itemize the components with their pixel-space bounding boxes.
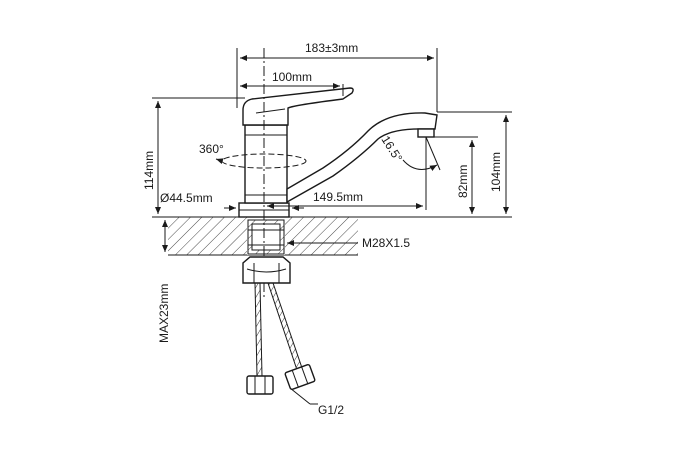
hose-nut-right	[284, 363, 316, 391]
flexible-hoses	[254, 282, 303, 377]
dimension-spout-reach: 149.5mm	[267, 185, 427, 210]
spout	[286, 112, 438, 204]
label-spout-angle: 16.5°	[378, 133, 405, 164]
dimension-spout-angle: 16.5°	[378, 133, 441, 185]
faucet-body	[238, 124, 290, 218]
dimension-thread: M28X1.5	[287, 236, 410, 250]
dimension-max-thickness: MAX23mm	[157, 220, 171, 343]
dimension-lever-length: 100mm	[240, 70, 344, 96]
label-overall-length: 183±3mm	[305, 41, 358, 55]
dimension-body-height: 114mm	[142, 97, 245, 218]
label-total-height: 104mm	[489, 152, 503, 192]
lever-handle	[242, 87, 354, 126]
dimension-total-height: 104mm	[358, 111, 512, 218]
label-spout-reach: 149.5mm	[313, 190, 363, 204]
label-max-thickness: MAX23mm	[157, 284, 171, 343]
label-lever-length: 100mm	[272, 70, 312, 84]
label-rotation: 360°	[199, 142, 224, 156]
label-body-height: 114mm	[142, 151, 156, 190]
threaded-shank	[247, 219, 285, 255]
label-hose-connection: G1/2	[318, 403, 344, 417]
dimension-hose-connection: G1/2	[289, 387, 344, 417]
label-base-diameter: Ø44.5mm	[160, 191, 213, 205]
label-thread: M28X1.5	[362, 236, 410, 250]
label-spout-height: 82mm	[456, 165, 470, 198]
hose-nut-left	[246, 375, 274, 395]
mounting-nut	[242, 256, 291, 284]
dimension-overall-length: 183±3mm	[236, 41, 438, 112]
dimension-spout-height: 82mm	[434, 136, 478, 214]
rotation-indicator	[215, 153, 307, 169]
